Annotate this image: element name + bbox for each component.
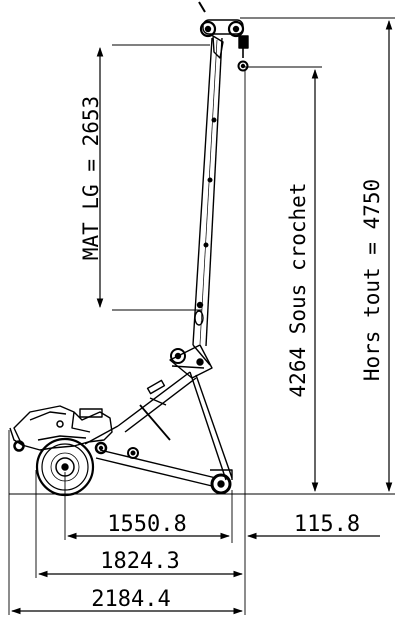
front-wheel — [210, 469, 233, 495]
chassis-frame — [84, 371, 233, 487]
crane-machine — [9, 1, 249, 497]
hook-height-dimension — [244, 66, 322, 492]
hook-height-label: 4264 Sous crochet — [286, 183, 310, 398]
drive-wheel — [35, 437, 95, 497]
mast-length-label: MAT LG = 2653 — [79, 96, 103, 260]
mast-length-dimension — [96, 44, 210, 311]
mast — [192, 37, 223, 366]
machine-body — [9, 405, 113, 455]
dimension-1550-label: 1550.8 — [107, 512, 186, 537]
horizontal-dimensions — [8, 70, 380, 615]
overall-height-dimension — [232, 17, 395, 495]
dimension-2184-label: 2184.4 — [91, 587, 170, 612]
overall-height-label: Hors tout = 4750 — [360, 179, 384, 381]
mast-pivot — [169, 344, 213, 379]
mast-head — [198, 1, 249, 72]
dimension-1824-label: 1824.3 — [100, 549, 179, 574]
dimension-115-label: 115.8 — [294, 512, 360, 537]
